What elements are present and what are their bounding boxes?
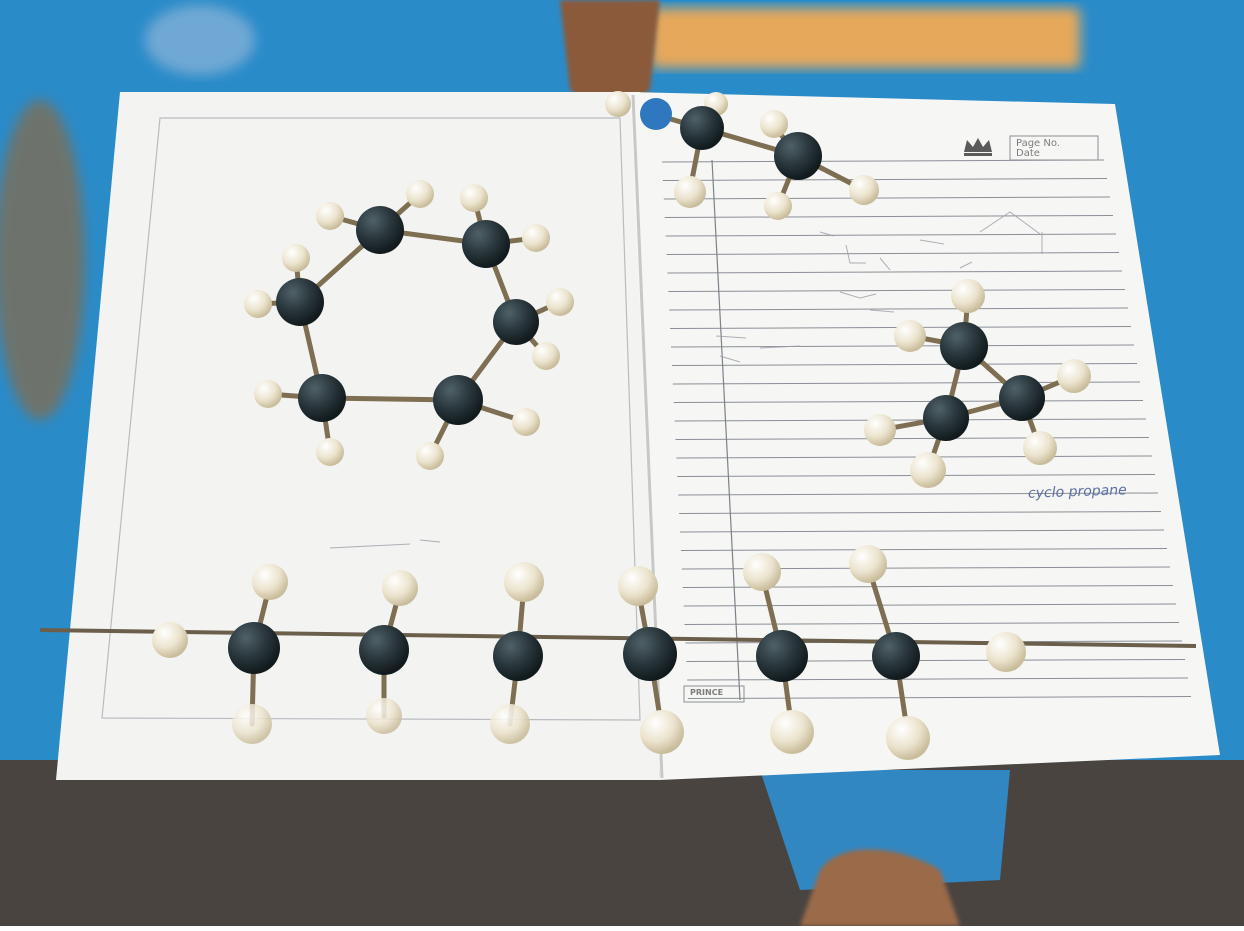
hand-bottom (800, 849, 960, 926)
ruled-line (668, 289, 1126, 292)
ruled-line (676, 455, 1153, 459)
ruled-line (667, 270, 1123, 274)
ruled-line (678, 492, 1159, 496)
pencil-scribbles (329, 211, 1043, 549)
right-page (630, 92, 1220, 780)
crown-logo-icon (964, 138, 992, 156)
cyclohexane-model (244, 180, 574, 470)
ruled-line (679, 511, 1162, 514)
ruled-line (662, 178, 1108, 181)
margin-line (711, 159, 741, 701)
header-box (1009, 135, 1099, 161)
ruled-line (664, 215, 1114, 218)
ruled-line (680, 548, 1168, 551)
ruled-line (679, 529, 1165, 533)
table-corner (760, 770, 1010, 890)
ruled-line (669, 307, 1129, 311)
cardboard-box (650, 8, 1080, 68)
date-label: Date (1016, 148, 1040, 159)
blurry-object (145, 5, 255, 75)
ruled-lines (661, 159, 1192, 699)
ruled-line (675, 437, 1150, 440)
cyclohexane-hydrogens (244, 180, 574, 470)
left-page-border (101, 117, 641, 721)
cyclohexane-carbons (276, 206, 539, 425)
notebook-brand-label: PRINCE (690, 688, 724, 697)
top-molecule-model (605, 91, 879, 220)
footer-box (683, 685, 745, 703)
blurry-edge (0, 100, 85, 420)
floor-shadow (0, 760, 1244, 926)
ruled-line (671, 363, 1138, 366)
ruled-line (665, 233, 1117, 237)
ruled-line (663, 196, 1111, 200)
hand-top (560, 0, 660, 120)
ruled-line (673, 400, 1144, 403)
ruled-line (666, 252, 1120, 255)
ruled-line (687, 677, 1189, 681)
cyclopropane-model (864, 279, 1091, 488)
ruled-line (674, 418, 1147, 422)
left-page (56, 92, 660, 780)
ruled-line (688, 696, 1192, 699)
ruled-line (683, 603, 1177, 607)
page-number-label: Page No. (1016, 138, 1060, 149)
hexane-chain-model (39, 545, 1197, 760)
ruled-line (684, 622, 1180, 625)
